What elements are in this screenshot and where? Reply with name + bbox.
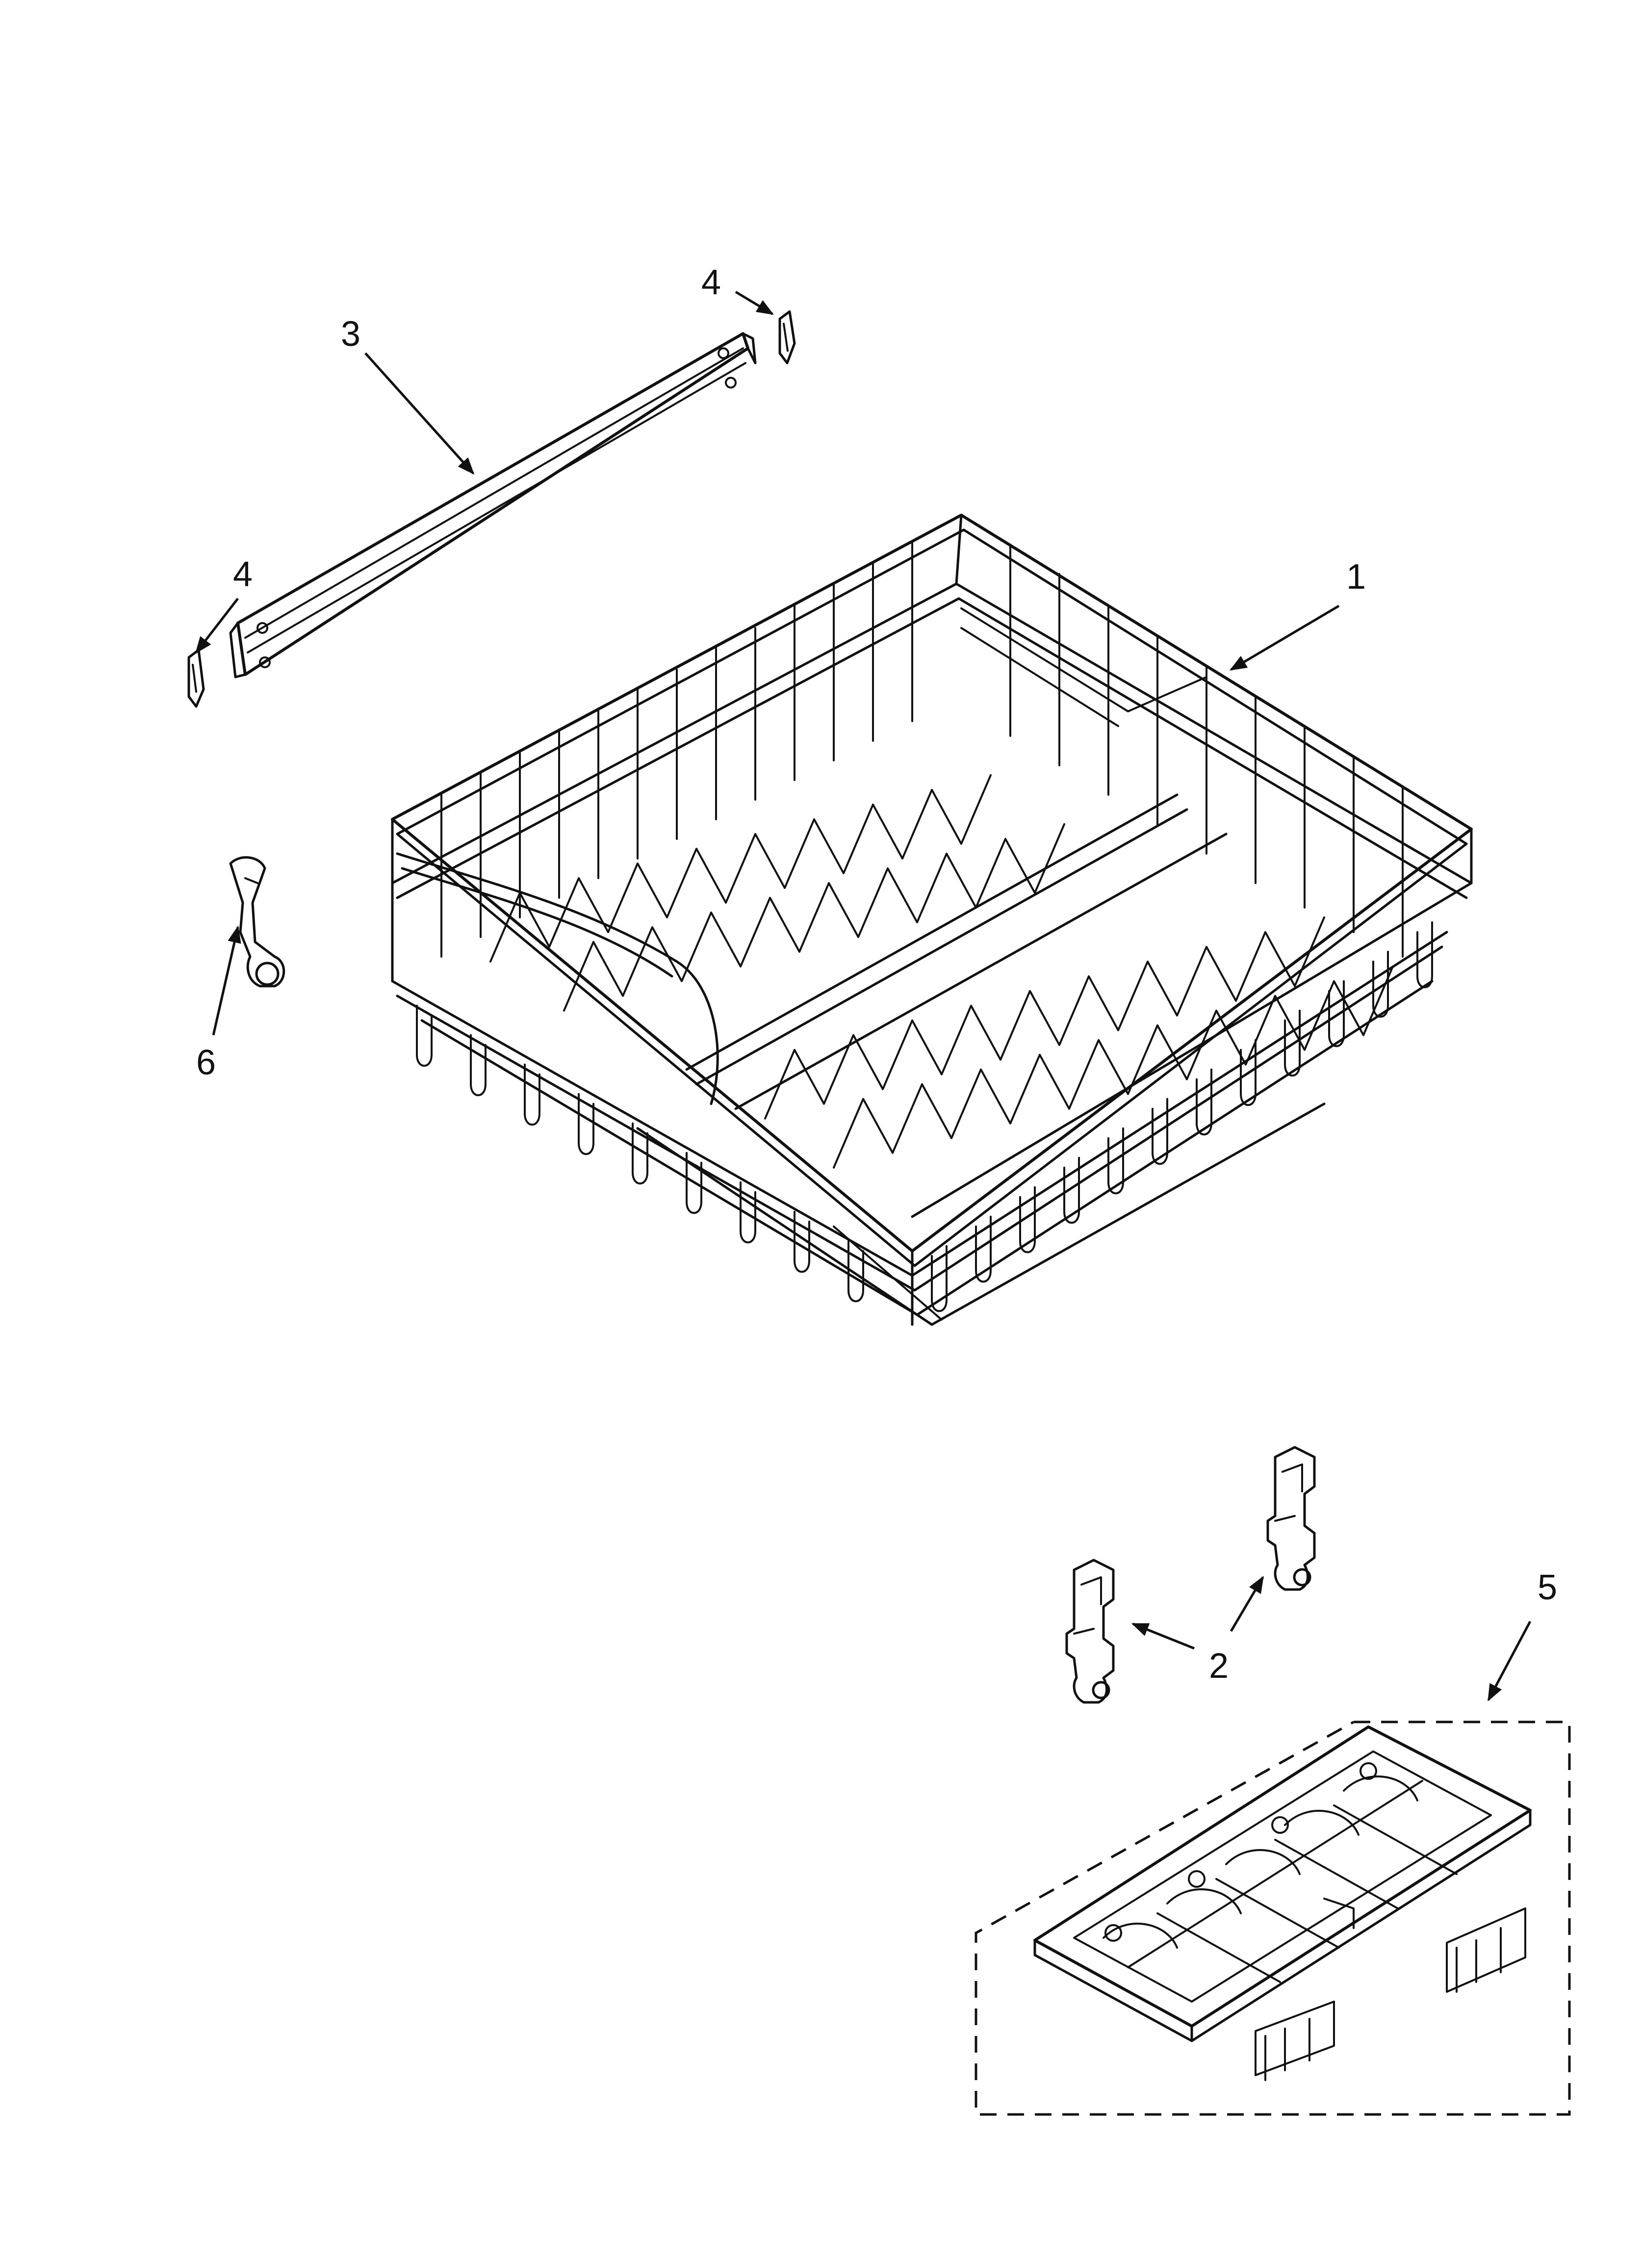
leader-2-lower bbox=[1131, 1622, 1195, 1650]
leader-lines bbox=[195, 290, 1532, 1702]
leader-4-top bbox=[735, 290, 774, 315]
leader-4-left bbox=[195, 598, 239, 654]
clip-part-left bbox=[187, 649, 205, 708]
callout-1: 1 bbox=[1346, 557, 1366, 597]
callout-4-left: 4 bbox=[233, 555, 253, 594]
callout-4-top: 4 bbox=[701, 263, 721, 302]
leader-6 bbox=[212, 925, 241, 1036]
rail-bar-part bbox=[229, 332, 757, 678]
leader-1 bbox=[1229, 604, 1340, 671]
callout-6: 6 bbox=[196, 1043, 216, 1082]
callout-2: 2 bbox=[1209, 1646, 1229, 1686]
tine-kit-part bbox=[975, 1721, 1571, 2116]
callout-3: 3 bbox=[341, 314, 360, 354]
rack-adjuster-part-lower bbox=[1065, 1559, 1115, 1704]
dishrack-part bbox=[391, 514, 1473, 1326]
clip-part-top bbox=[778, 310, 796, 365]
leader-2-upper bbox=[1230, 1575, 1264, 1632]
rack-adjuster-part-upper bbox=[1266, 1446, 1316, 1591]
leader-5 bbox=[1487, 1620, 1532, 1702]
callout-5: 5 bbox=[1538, 1568, 1557, 1607]
leader-3 bbox=[364, 352, 475, 475]
rack-stop-part bbox=[229, 856, 285, 988]
